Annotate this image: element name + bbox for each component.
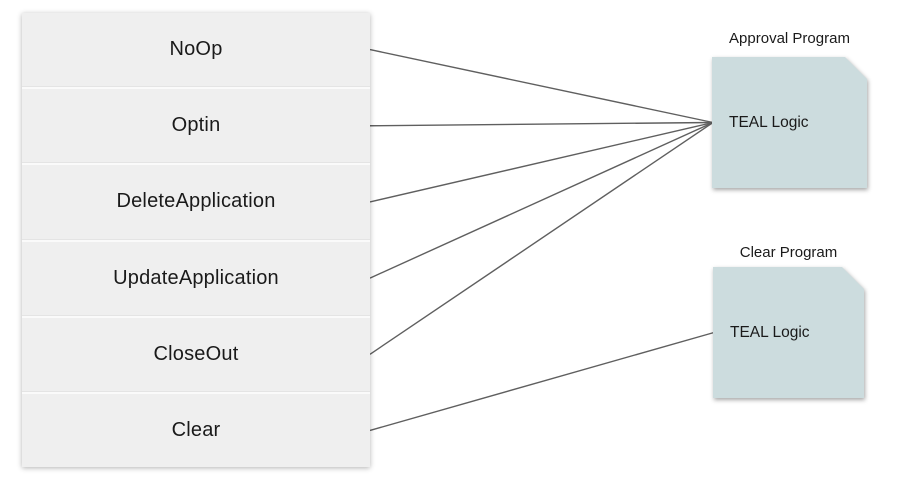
clear-program-box: TEAL Logic [713, 267, 864, 398]
table-row-label: NoOp [169, 38, 223, 61]
clear-program-document: TEAL Logic [713, 267, 864, 398]
table-row: NoOp [22, 13, 370, 87]
table-row-label: CloseOut [153, 342, 239, 365]
row-divider [22, 390, 370, 394]
table-row-label: Clear [171, 418, 221, 441]
transaction-type-table: NoOp Optin DeleteApplication UpdateAppli… [22, 13, 370, 468]
row-divider [22, 86, 370, 90]
approval-program-box: TEAL Logic [712, 57, 867, 188]
approval-program-content: TEAL Logic [729, 113, 809, 131]
clear-program-content: TEAL Logic [730, 323, 810, 341]
row-divider [22, 238, 370, 242]
table-row: Clear [22, 393, 370, 468]
table-row-label: DeleteApplication [116, 190, 276, 213]
clear-program-title: Clear Program [739, 244, 838, 261]
approval-program-title: Approval Program [729, 30, 850, 47]
table-row-label: UpdateApplication [113, 266, 279, 289]
table-row: UpdateApplication [22, 241, 370, 315]
table-row: CloseOut [22, 317, 370, 391]
table-row: Optin [22, 89, 370, 163]
table-row: DeleteApplication [22, 165, 370, 239]
table-row-label: Optin [171, 114, 221, 137]
row-divider [22, 162, 370, 166]
approval-program-document: TEAL Logic [712, 57, 867, 188]
row-divider [22, 314, 370, 318]
